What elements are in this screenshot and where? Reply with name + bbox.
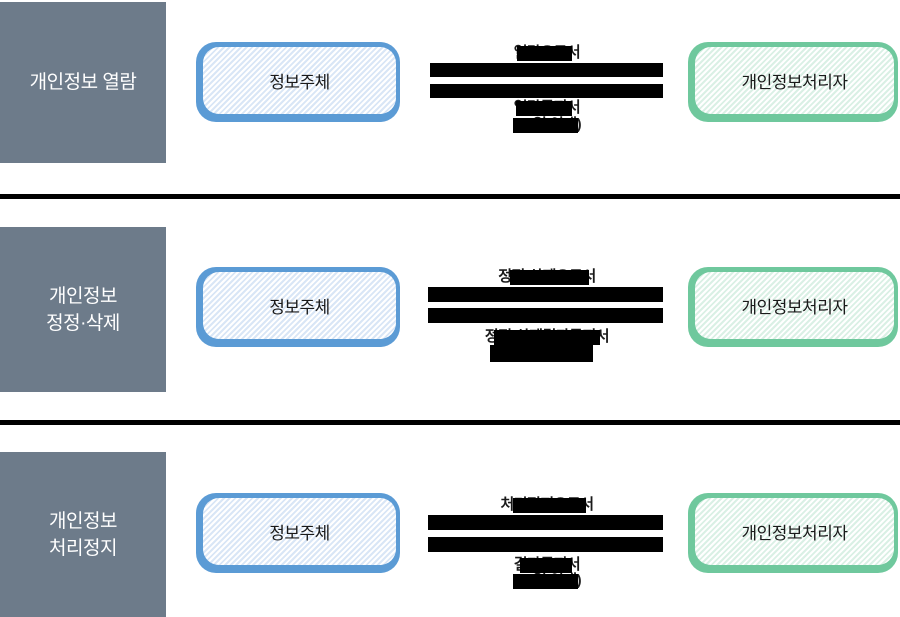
processor-label: 개인정보처리자 (695, 498, 894, 565)
processor-label: 개인정보처리자 (695, 47, 894, 114)
redaction-bar (494, 330, 600, 345)
subject-label: 정보주체 (203, 47, 396, 114)
redaction-bar (510, 270, 589, 285)
redaction-bar (516, 101, 572, 116)
section-label-line: 정정·삭제 (46, 312, 120, 334)
redaction-bar (513, 118, 578, 133)
redaction-bar (513, 498, 586, 513)
section-label-line: 처리정지 (49, 537, 117, 559)
arrow-bar-right (430, 63, 663, 77)
section-label-correction: 개인정보 정정·삭제 (0, 227, 166, 392)
arrow-bar-right (428, 515, 663, 530)
redaction-bar (517, 46, 572, 61)
subject-box-correction: 정보주체 (196, 267, 400, 347)
subject-box-suspension: 정보주체 (196, 493, 400, 573)
processor-box-access: 개인정보처리자 (688, 42, 898, 122)
subject-label: 정보주체 (203, 272, 396, 339)
arrow-bar-left (430, 84, 663, 98)
arrow-bar-right (428, 287, 663, 302)
section-divider (0, 194, 900, 199)
section-label-line: 개인정보 (49, 285, 117, 307)
redaction-bar (490, 345, 593, 362)
section-divider (0, 420, 900, 425)
section-label-suspension: 개인정보 처리정지 (0, 452, 166, 617)
processor-box-suspension: 개인정보처리자 (688, 493, 898, 573)
subject-label: 정보주체 (203, 498, 396, 565)
subject-box-access: 정보주체 (196, 42, 400, 122)
arrow-bar-left (428, 537, 663, 552)
processor-label: 개인정보처리자 (695, 272, 894, 339)
section-label-line: 개인정보 (49, 510, 117, 532)
redaction-bar (520, 558, 572, 573)
arrow-bar-left (428, 308, 663, 323)
section-label-access: 개인정보 열람 (0, 2, 166, 163)
redaction-bar (513, 574, 578, 589)
processor-box-correction: 개인정보처리자 (688, 267, 898, 347)
section-label-line: 개인정보 열람 (29, 72, 137, 93)
